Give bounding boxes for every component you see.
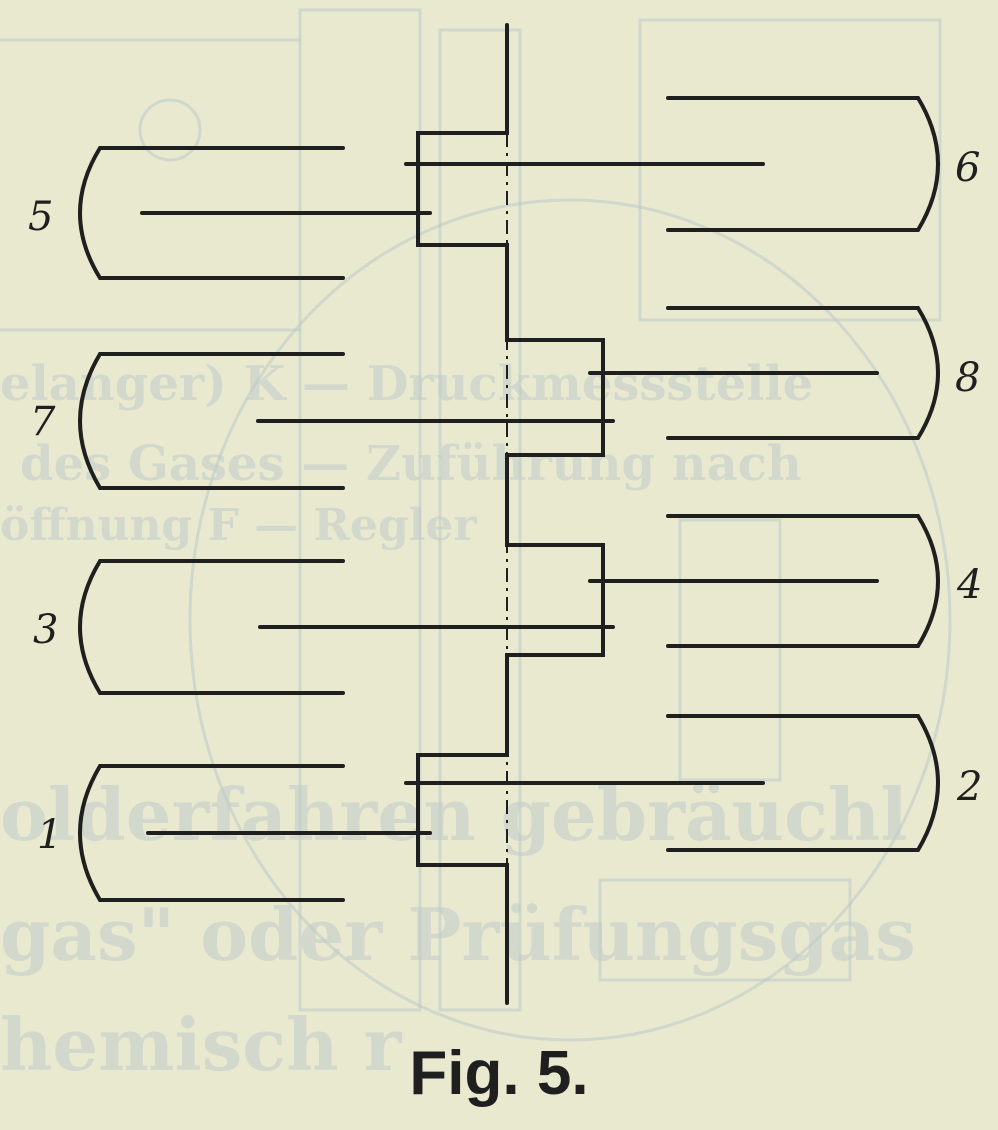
label-cylinder-4: 4 <box>957 562 983 608</box>
svg-text:öffnung F — Regler: öffnung F — Regler <box>0 500 477 551</box>
svg-text:hemisch r: hemisch r <box>0 1002 402 1087</box>
svg-text:gas" oder Prüfungsgas: gas" oder Prüfungsgas <box>0 892 916 977</box>
central-shaft <box>416 23 605 1005</box>
cylinder-5 <box>78 146 432 280</box>
cylinder-4 <box>588 514 940 648</box>
cylinder-3 <box>78 559 615 695</box>
svg-text:elanger) K — Druckmessstelle: elanger) K — Druckmessstelle <box>0 356 813 412</box>
figure-caption: Fig. 5. <box>409 1039 589 1108</box>
cylinder-8 <box>588 306 940 440</box>
cylinder-7 <box>78 352 615 490</box>
label-cylinder-8: 8 <box>955 355 981 401</box>
label-cylinder-7: 7 <box>30 399 56 445</box>
bleed-through-background: elanger) K — Druckmessstelle des Gases —… <box>0 8 952 1087</box>
label-cylinder-6: 6 <box>955 145 981 191</box>
label-cylinder-2: 2 <box>957 764 983 810</box>
label-cylinder-1: 1 <box>37 812 63 858</box>
cylinder-1 <box>78 764 432 902</box>
svg-text:olderfahren gebräuchl: olderfahren gebräuchl <box>0 772 908 857</box>
label-cylinder-5: 5 <box>28 194 54 240</box>
cylinder-2 <box>404 714 940 852</box>
svg-text:des Gases — Zuführung nach: des Gases — Zuführung nach <box>20 436 802 492</box>
cylinder-6 <box>404 96 940 232</box>
label-cylinder-3: 3 <box>33 607 59 653</box>
